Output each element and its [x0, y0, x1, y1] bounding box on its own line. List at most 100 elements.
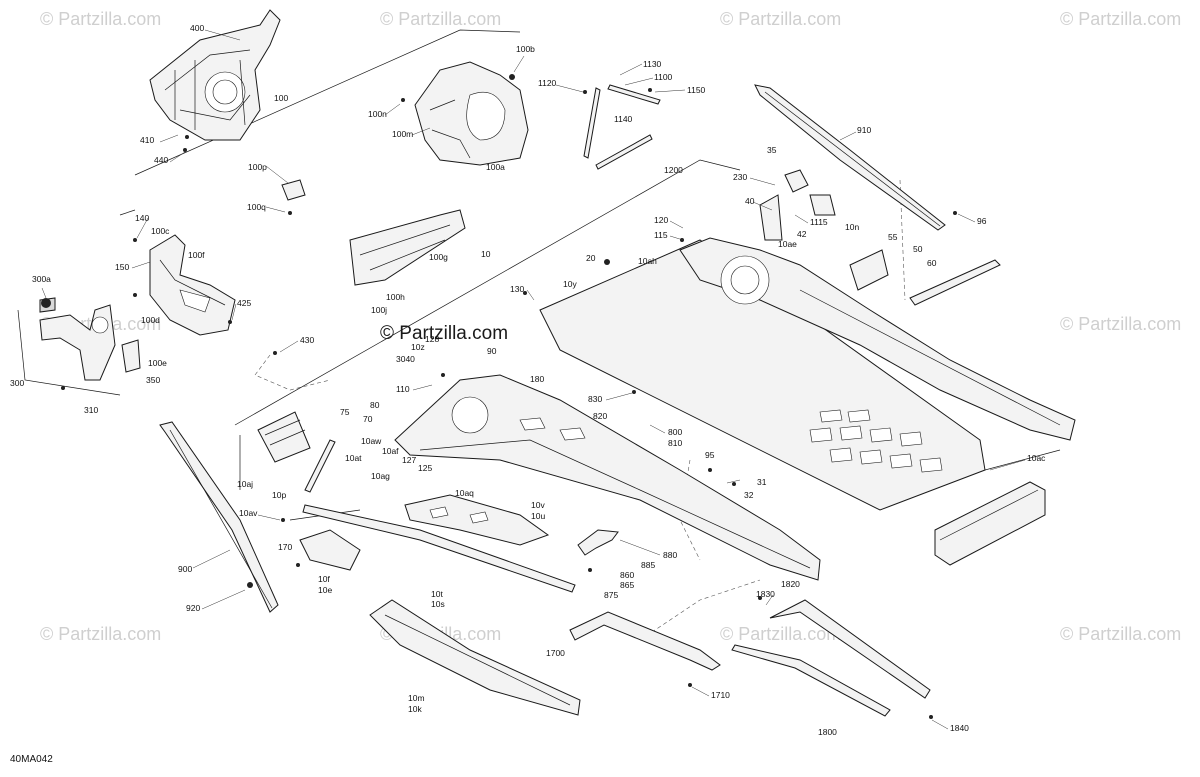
support-100c: [149, 234, 236, 336]
callout-label: 10aq: [455, 488, 474, 498]
rail-910: [754, 84, 946, 231]
watermark: © Partzilla.com: [1060, 314, 1181, 334]
callout-label: 10t: [431, 589, 443, 599]
callout-label: 10v: [531, 500, 545, 510]
rails-1800: [731, 599, 931, 717]
strip-10t: [302, 504, 576, 593]
callout-label: 32: [744, 490, 754, 500]
callout-label: 300a: [32, 274, 51, 284]
callout-label: 310: [84, 405, 98, 415]
callout-label: 1700: [546, 648, 565, 658]
callout-label: 100a: [486, 162, 505, 172]
callout-label: 95: [705, 450, 715, 460]
brackets-35: [759, 169, 836, 241]
callout-label: 910: [857, 125, 871, 135]
callout-label: 425: [237, 298, 251, 308]
callout-label: 100j: [371, 305, 387, 315]
callout-label: 110: [396, 384, 410, 394]
frame-10v: [404, 494, 550, 546]
callout-label: 50: [913, 244, 923, 254]
fasteners: [41, 74, 957, 719]
callout-label: 10z: [411, 342, 425, 352]
callout-label: 35: [767, 145, 777, 155]
callout-label: 75: [340, 407, 350, 417]
callout-label: 860: [620, 570, 634, 580]
callout-label: 1200: [664, 165, 683, 175]
callout-label: 100f: [188, 250, 205, 260]
bracket-10f: [299, 529, 361, 571]
front-bulkhead-400: [149, 9, 281, 141]
watermark: © Partzilla.com: [720, 9, 841, 29]
callout-label: 60: [927, 258, 937, 268]
callout-label: 400: [190, 23, 204, 33]
callout-label: 10ah: [638, 256, 657, 266]
watermark-center: © Partzilla.com: [380, 323, 508, 344]
rod-10p: [304, 439, 336, 493]
callout-label: 70: [363, 414, 373, 424]
arm-900: [159, 421, 279, 613]
callout-label: 100q: [247, 202, 266, 212]
callout-label: 10aj: [237, 479, 253, 489]
callout-label: 128: [425, 334, 439, 344]
steering-arm-300: [39, 297, 141, 381]
callout-label: 150: [115, 262, 129, 272]
diagram-code: 40MA042: [10, 754, 53, 765]
callout-label: 100m: [392, 129, 413, 139]
callout-label: 920: [186, 603, 200, 613]
callout-label: 3040: [396, 354, 415, 364]
watermark: © Partzilla.com: [720, 624, 841, 644]
callout-label: 10y: [563, 279, 577, 289]
callout-label: 10n: [845, 222, 859, 232]
callout-label: 100n: [368, 109, 387, 119]
callout-label: 10u: [531, 511, 545, 521]
callout-label: 1115: [810, 217, 828, 227]
callout-label: 100p: [248, 162, 267, 172]
callout-label: 100g: [429, 252, 448, 262]
callout-label: 31: [757, 477, 767, 487]
callout-label: 55: [888, 232, 898, 242]
bracket-10aj: [257, 411, 311, 463]
pipe-880: [577, 529, 619, 556]
callout-label: 140: [135, 213, 149, 223]
callout-label: 830: [588, 394, 602, 404]
callout-label: 10at: [345, 453, 362, 463]
callout-label: 10ac: [1027, 453, 1046, 463]
rail-10ah: [679, 237, 1076, 441]
leader-lines: [41, 29, 1026, 730]
watermark: © Partzilla.com: [40, 624, 161, 644]
rail-60: [909, 259, 1001, 306]
callout-label: 1100: [654, 72, 673, 82]
callout-label: 100: [274, 93, 288, 103]
plate-55: [849, 249, 889, 291]
callout-label: 170: [278, 542, 292, 552]
callout-label: 10ae: [778, 239, 797, 249]
callout-label: 100e: [148, 358, 167, 368]
callout-label: 410: [140, 135, 154, 145]
callout-label: 810: [668, 438, 682, 448]
rail-1700: [569, 611, 721, 671]
callout-label: 300: [10, 378, 24, 388]
callout-label: 100h: [386, 292, 405, 302]
callout-label: 440: [154, 155, 168, 165]
callout-label: 430: [300, 335, 314, 345]
callout-label: 100b: [516, 44, 535, 54]
panel-100g: [349, 209, 466, 286]
callout-label: 10k: [408, 704, 422, 714]
callout-label: 230: [733, 172, 747, 182]
callout-label: 10e: [318, 585, 332, 595]
callout-label: 1150: [687, 85, 706, 95]
crossmember-10ac: [934, 481, 1046, 566]
callout-label: 10m: [408, 693, 425, 703]
chassis-10aq: [394, 374, 821, 581]
callout-label: 42: [797, 229, 807, 239]
callout-label: 100c: [151, 226, 170, 236]
callout-label: 1130: [643, 59, 662, 69]
callout-label: 10ag: [371, 471, 390, 481]
callout-labels: 400 100 410 440 100b 100n 100m 100a 1130…: [10, 23, 1046, 737]
callout-label: 350: [146, 375, 160, 385]
callout-label: 800: [668, 427, 682, 437]
callout-label: 1820: [781, 579, 800, 589]
callout-label: 125: [418, 463, 432, 473]
